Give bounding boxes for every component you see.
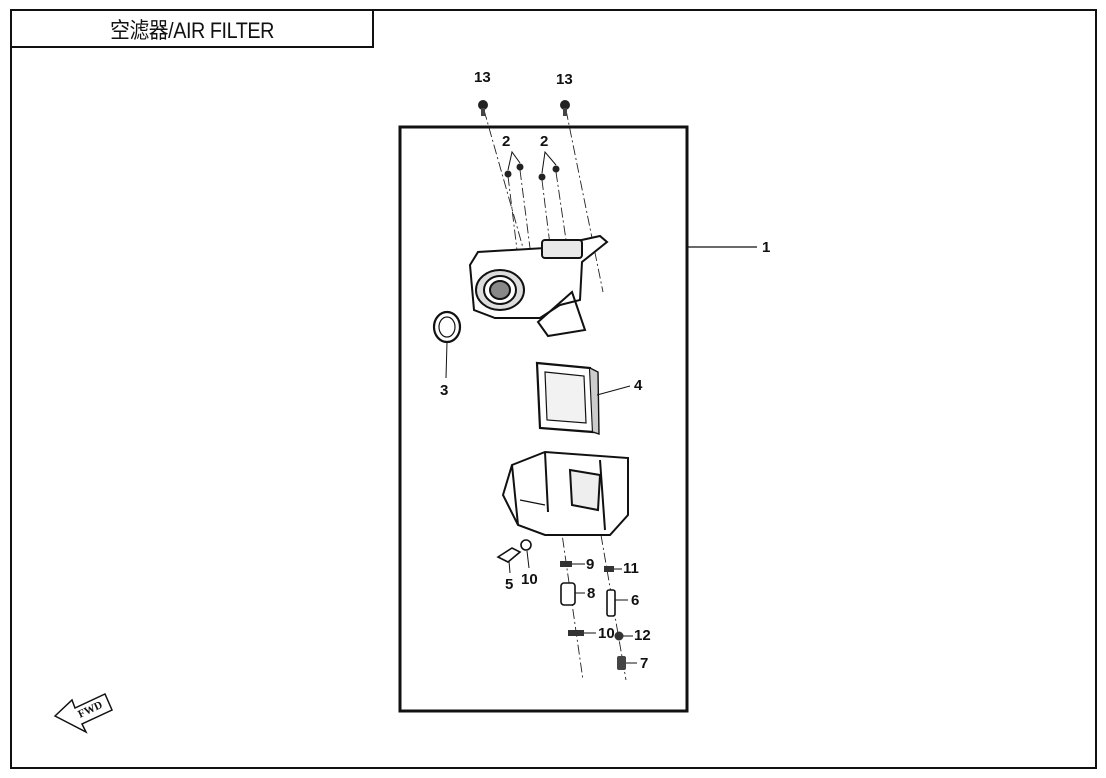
callout-6: 6: [631, 592, 639, 609]
part-6: [606, 589, 628, 617]
tube-8: [560, 582, 585, 606]
page-title: 空滤器/AIR FILTER: [110, 17, 274, 43]
bolt-13-right: [560, 100, 570, 116]
callout-7: 7: [640, 655, 648, 672]
filter-element-4: [535, 361, 631, 435]
callout-3: 3: [440, 382, 448, 399]
part-12: [614, 631, 633, 641]
part-11: [604, 566, 622, 572]
clamp-10-upper: [520, 539, 532, 569]
callout-10-lower: 10: [598, 625, 615, 642]
callout-5: 5: [505, 576, 513, 593]
callout-11: 11: [623, 560, 639, 577]
callout-2-left: 2: [502, 133, 510, 150]
callout-13-left: 13: [474, 69, 491, 86]
callout-4: 4: [634, 377, 643, 394]
lower-housing: [501, 450, 629, 536]
part-5: [496, 547, 522, 574]
callout-12: 12: [634, 627, 651, 644]
drawing-frame: [10, 9, 1097, 769]
callout-2-right: 2: [540, 133, 548, 150]
ring-3: [432, 310, 462, 379]
screw-2-leaders: [507, 150, 557, 174]
fwd-arrow-icon: FWD: [53, 692, 113, 734]
screws-2: [504, 163, 560, 181]
clamp-10-lower: [568, 630, 596, 636]
callout-13-right: 13: [556, 71, 573, 88]
callout-10-upper: 10: [521, 571, 538, 588]
title-box: 空滤器/AIR FILTER: [10, 9, 374, 48]
callout-8: 8: [587, 585, 595, 602]
part-9: [560, 561, 585, 567]
assembly-box: [398, 125, 689, 713]
callout-9: 9: [586, 556, 594, 573]
part-7: [617, 656, 637, 670]
callout-1: 1: [762, 239, 770, 256]
upper-housing: [468, 234, 609, 338]
bolt-13-left: [478, 100, 488, 116]
